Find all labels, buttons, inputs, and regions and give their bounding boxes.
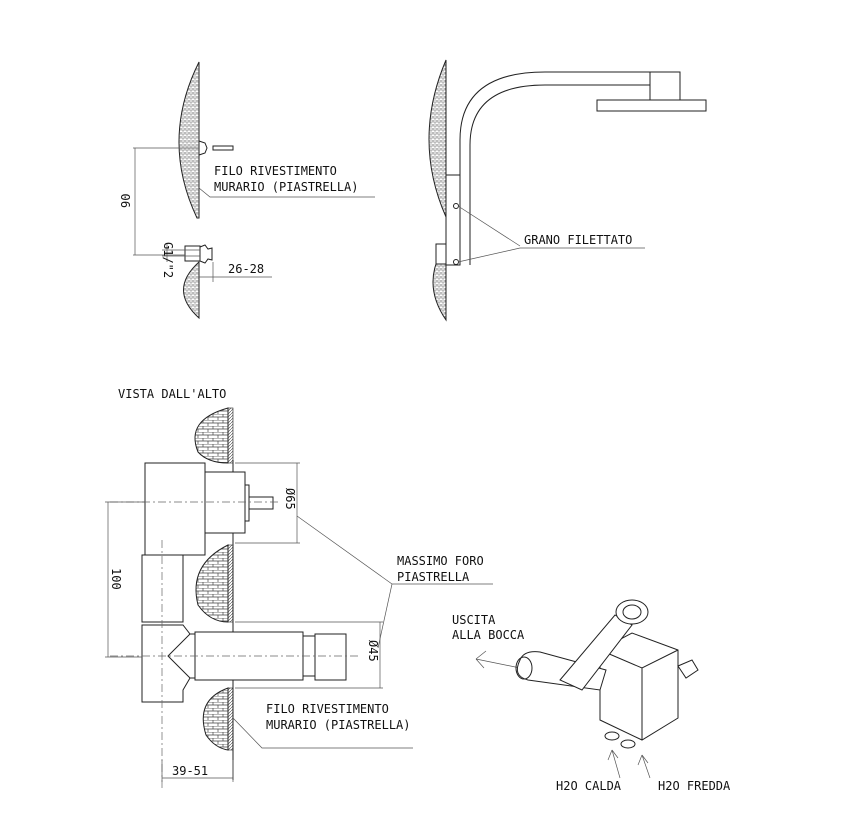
dim-height: 90 — [119, 194, 133, 208]
dim-thread: G1/"2 — [161, 242, 175, 278]
side-view-arm: GRANO FILETTATO — [428, 59, 707, 322]
dim-depth: 26-28 — [228, 262, 264, 276]
wall-brick-middle — [195, 544, 229, 623]
wall-label-line1: FILO RIVESTIMENTO — [266, 702, 389, 716]
hot-water-arrow-icon — [607, 749, 621, 779]
arm-connector — [649, 71, 681, 101]
valve-body — [144, 462, 206, 556]
isometric-view: USCITA ALLA BOCCA H2O CALDA H2O FREDDA — [452, 599, 731, 793]
fitting — [184, 245, 201, 262]
pin-screw — [212, 145, 234, 151]
wall-section-lower — [183, 260, 200, 320]
wall-label-line2: MURARIO (PIASTRELLA) — [214, 180, 359, 194]
dim-depth: 39-51 — [172, 764, 208, 778]
cold-water-arrow-icon — [637, 754, 651, 779]
shower-arm — [459, 71, 650, 265]
outlet-label-line1: USCITA — [452, 613, 496, 627]
tee-body — [141, 624, 196, 703]
wall-label-line1: FILO RIVESTIMENTO — [214, 164, 337, 178]
valve-cartridge — [204, 471, 246, 534]
wall-label-line2: MURARIO (PIASTRELLA) — [266, 718, 411, 732]
pin-icon — [198, 140, 208, 156]
fitting-nut — [199, 244, 213, 264]
dim-diameter-large: Ø65 — [283, 488, 297, 510]
wall-flange — [445, 174, 461, 266]
outlet-label-line2: ALLA BOCCA — [452, 628, 525, 642]
hot-water-label: H2O CALDA — [556, 779, 622, 793]
wall-section-upper — [178, 61, 200, 219]
wall-section-upper — [428, 59, 447, 218]
hole-label-line2: PIASTRELLA — [397, 570, 470, 584]
top-view-title: VISTA DALL'ALTO — [118, 387, 226, 401]
outlet-nut — [314, 633, 347, 681]
wall-brick-top — [194, 407, 229, 464]
dim-height: 100 — [109, 568, 123, 590]
grano-label: GRANO FILETTATO — [524, 233, 632, 247]
mixer-arm — [559, 614, 633, 691]
vertical-tube — [141, 554, 184, 623]
valve-stem — [248, 496, 274, 510]
cartridge-stem — [677, 659, 699, 679]
wall-brick-bottom — [202, 687, 229, 751]
hole-label-line1: MASSIMO FORO — [397, 554, 484, 568]
top-view: VISTA DALL'ALTO Ø65 Ø45 100 MASSIMO FORO… — [105, 387, 493, 790]
side-view-pin: 90 G1/"2 26-28 FILO RIVESTIMENTO MURARIO… — [119, 61, 375, 320]
shower-head — [596, 99, 707, 112]
cold-water-label: H2O FREDDA — [658, 779, 731, 793]
dim-diameter-small: Ø45 — [366, 640, 380, 662]
